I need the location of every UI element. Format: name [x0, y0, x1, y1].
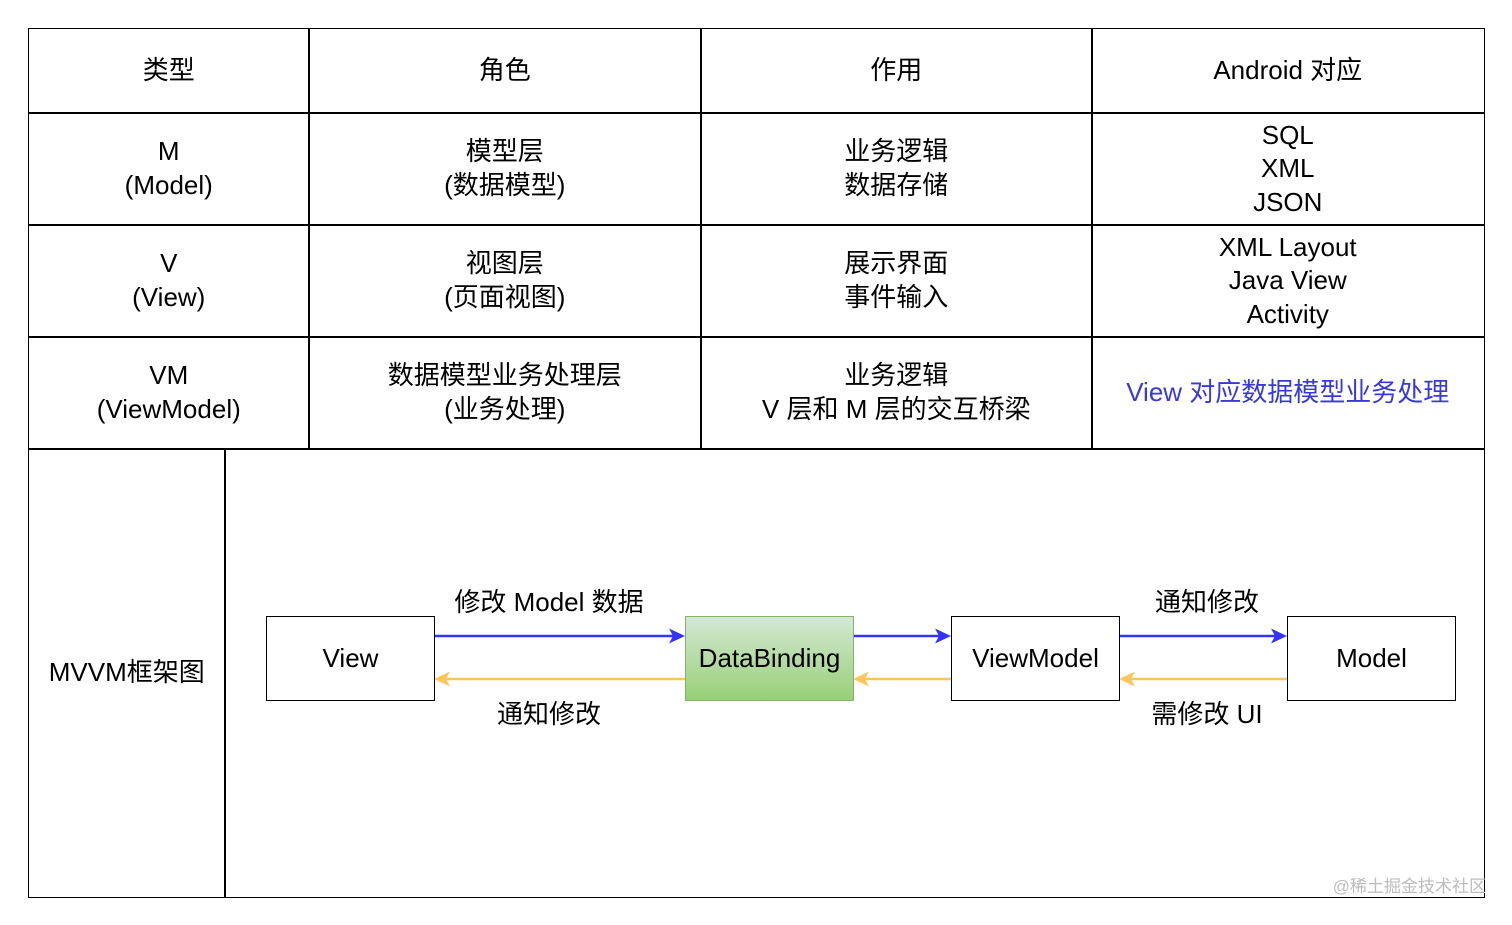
- cell-v-role: 视图层 (页面视图): [308, 224, 702, 338]
- cell-line: (Model): [124, 169, 213, 200]
- arrowhead: [935, 628, 951, 644]
- arrowhead: [853, 671, 869, 687]
- cell-vm-function: 业务逻辑 V 层和 M 层的交互桥梁: [700, 336, 1093, 450]
- node-viewmodel: ViewModel: [951, 616, 1120, 701]
- cell-line: (View): [132, 281, 206, 312]
- arrow-databinding-to-view: [434, 671, 685, 687]
- cell-line: V 层和 M 层的交互桥梁: [761, 393, 1031, 424]
- node-label: ViewModel: [972, 643, 1099, 673]
- node-model: Model: [1287, 616, 1456, 701]
- cell-line: MVVM框架图: [48, 657, 205, 687]
- arrowhead: [1119, 671, 1135, 687]
- edge-label-model-to-viewmodel: 需修改 UI: [1151, 699, 1263, 729]
- arrow-model-to-viewmodel: [1119, 671, 1287, 687]
- edge-label-viewmodel-to-model: 通知修改: [1154, 587, 1259, 617]
- node-view: View: [266, 616, 435, 701]
- cell-line: VM: [149, 360, 189, 391]
- cell-line: 业务逻辑: [844, 360, 949, 391]
- cell-line: (数据模型): [444, 169, 566, 200]
- diagram-row-label: MVVM框架图: [28, 448, 226, 898]
- header-label: Android 对应: [1213, 55, 1363, 85]
- cell-line: 视图层: [465, 248, 544, 279]
- header-function: 作用: [700, 28, 1093, 114]
- header-android: Android 对应: [1091, 28, 1485, 114]
- cell-m-type: M (Model): [28, 112, 310, 226]
- cell-line: SQL: [1261, 119, 1314, 150]
- cell-line: 模型层: [465, 136, 544, 167]
- cell-line: (业务处理): [444, 393, 566, 424]
- arrow-view-to-databinding: [434, 628, 685, 644]
- cell-vm-role: 数据模型业务处理层 (业务处理): [308, 336, 702, 450]
- arrow-viewmodel-to-model: [1119, 628, 1287, 644]
- edge-label-databinding-to-view: 通知修改: [496, 699, 601, 729]
- arrowhead: [1271, 628, 1287, 644]
- watermark: @稀土掘金技术社区: [1332, 877, 1486, 896]
- header-label: 类型: [142, 55, 195, 85]
- cell-m-role: 模型层 (数据模型): [308, 112, 702, 226]
- cell-line: 数据存储: [844, 169, 949, 200]
- cell-vm-type: VM (ViewModel): [28, 336, 310, 450]
- node-label: View: [322, 643, 379, 673]
- cell-line: XML Layout: [1218, 231, 1357, 262]
- cell-line: Activity: [1246, 298, 1329, 329]
- cell-line: M: [157, 136, 180, 167]
- header-role: 角色: [308, 28, 702, 114]
- cell-line-highlight: View 对应数据模型业务处理: [1126, 377, 1450, 407]
- header-label: 作用: [870, 55, 923, 85]
- cell-v-function: 展示界面 事件输入: [700, 224, 1093, 338]
- cell-line: JSON: [1253, 186, 1323, 217]
- arrowhead: [434, 671, 450, 687]
- cell-vm-android: View 对应数据模型业务处理: [1091, 336, 1485, 450]
- cell-line: 业务逻辑: [844, 136, 949, 167]
- header-label: 角色: [478, 55, 531, 85]
- cell-line: XML: [1261, 153, 1315, 183]
- cell-m-android: SQL XML JSON: [1091, 112, 1485, 226]
- cell-line: Java View: [1228, 265, 1347, 295]
- header-type: 类型: [28, 28, 310, 114]
- cell-line: 事件输入: [844, 281, 949, 312]
- cell-v-type: V (View): [28, 224, 310, 338]
- edge-label-view-to-databinding: 修改 Model 数据: [454, 587, 644, 617]
- diagram-cell: [224, 448, 1485, 898]
- arrow-databinding-to-viewmodel: [853, 628, 951, 644]
- cell-v-android: XML Layout Java View Activity: [1091, 224, 1485, 338]
- node-label: DataBinding: [698, 643, 841, 673]
- cell-m-function: 业务逻辑 数据存储: [700, 112, 1093, 226]
- cell-line: V: [160, 248, 178, 279]
- cell-line: 展示界面: [844, 248, 949, 279]
- arrow-viewmodel-to-databinding: [853, 671, 951, 687]
- node-databinding: DataBinding: [685, 616, 854, 701]
- arrowhead: [669, 628, 685, 644]
- cell-line: 数据模型业务处理层: [387, 360, 622, 391]
- cell-line: (ViewModel): [96, 393, 241, 424]
- cell-line: (页面视图): [444, 281, 566, 312]
- node-label: Model: [1336, 643, 1407, 673]
